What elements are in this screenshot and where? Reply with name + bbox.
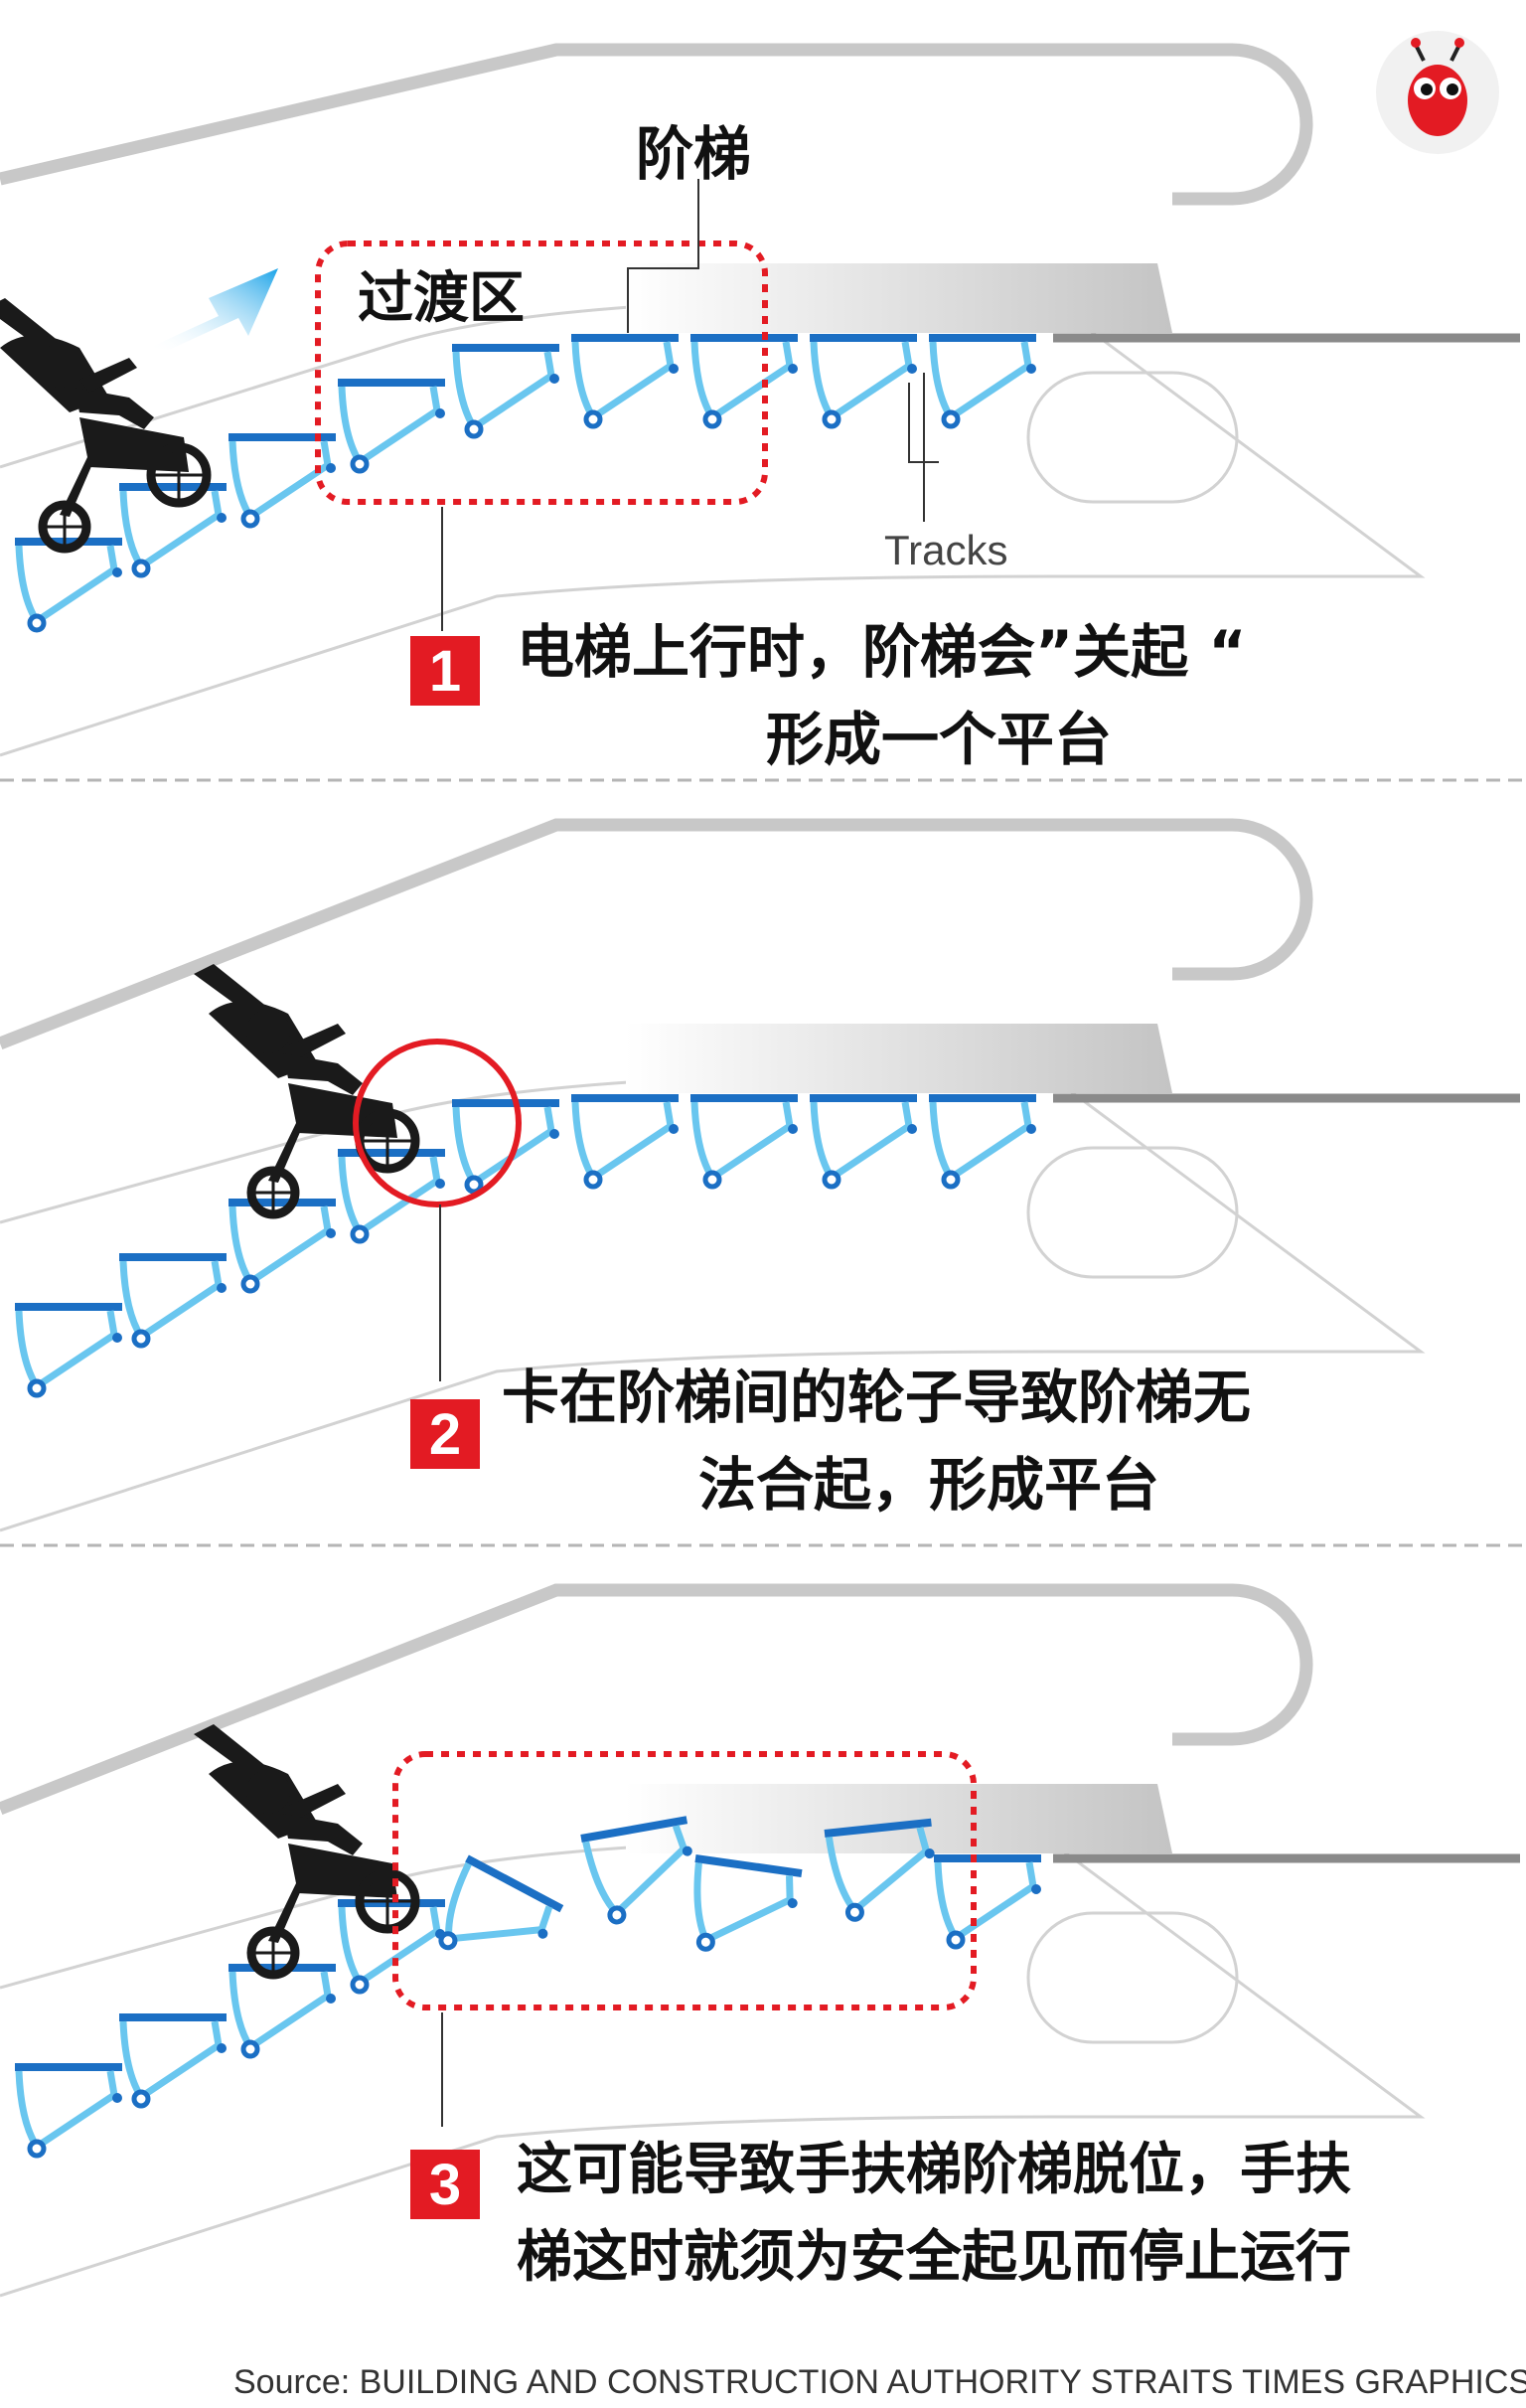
escalator-step	[15, 538, 122, 633]
top-platform-3	[626, 1784, 1172, 1853]
caption-2-line1: 卡在阶梯间的轮子导致阶梯无	[502, 1364, 1252, 1431]
source-credit: Source: BUILDING AND CONSTRUCTION AUTHOR…	[233, 2363, 1526, 2401]
escalator-step	[571, 334, 679, 429]
escalator-step	[693, 1854, 803, 1952]
escalator-step	[229, 1964, 336, 2059]
guide-rail-1	[0, 301, 1426, 757]
handrail-3	[0, 1583, 1313, 1816]
guide-loop-3	[1026, 1911, 1239, 2044]
arrow-right-icon	[149, 268, 278, 350]
escalator-step	[810, 334, 917, 429]
transition-zone-box	[315, 241, 768, 505]
transition-zone-label: 过渡区	[358, 266, 525, 331]
stuck-wheel-highlight	[353, 1039, 522, 1207]
escalator-step	[229, 1199, 336, 1294]
caption-2-line2: 法合起，形成平台	[697, 1451, 1159, 1519]
escalator-step	[119, 1253, 227, 1349]
panel-2	[0, 818, 1520, 1532]
escalator-step	[15, 2063, 122, 2159]
caption-3-line1: 这可能导致手扶梯阶梯脱位，手扶	[517, 2138, 1351, 2202]
escalator-step	[929, 1094, 1036, 1190]
dislodged-zone-box	[392, 1751, 977, 2010]
escalator-step	[119, 2013, 227, 2109]
top-platform-2	[626, 1024, 1172, 1093]
panel-3	[0, 1583, 1520, 2298]
top-platform-1	[626, 263, 1172, 333]
step-number-1: 1	[410, 636, 480, 706]
escalator-step	[338, 1899, 445, 1995]
escalator-steps-2	[15, 1094, 1036, 1398]
escalator-step	[824, 1818, 935, 1922]
escalator-step	[810, 1094, 917, 1190]
stroller-icon	[194, 1724, 415, 1975]
panel-1	[0, 43, 1520, 757]
escalator-steps-1	[15, 334, 1036, 633]
escalator-step	[580, 1816, 692, 1925]
caption-3-line2: 梯这时就须为安全起见而停止运行	[517, 2225, 1351, 2290]
tracks-label: Tracks	[884, 527, 1008, 573]
escalator-step	[690, 1094, 798, 1190]
escalator-steps-3	[15, 1816, 1041, 2159]
escalator-step	[438, 1854, 564, 1951]
escalator-step	[15, 1303, 122, 1398]
caption-1-line2: 形成一个平台	[765, 706, 1112, 773]
handrail-1	[0, 43, 1313, 206]
stroller-icon	[194, 964, 415, 1214]
guide-rail-2	[0, 1076, 1426, 1532]
escalator-step	[338, 1149, 445, 1244]
caption-1-line1: 电梯上行时，阶梯会”关起 “	[517, 618, 1247, 686]
step-number-2: 2	[410, 1399, 480, 1469]
steps-label: 阶梯	[636, 120, 752, 188]
escalator-step	[929, 334, 1036, 429]
escalator-step	[571, 1094, 679, 1190]
escalator-step	[452, 1099, 559, 1195]
handrail-2	[0, 818, 1313, 1050]
escalator-step	[452, 344, 559, 439]
step-number-3: 3	[410, 2150, 480, 2219]
ant-logo-icon	[1376, 31, 1499, 154]
escalator-step	[338, 379, 445, 474]
escalator-step	[934, 1854, 1041, 1950]
escalator-step	[690, 334, 798, 429]
guide-loop-2	[1026, 1146, 1239, 1279]
guide-loop-1	[1026, 371, 1239, 504]
